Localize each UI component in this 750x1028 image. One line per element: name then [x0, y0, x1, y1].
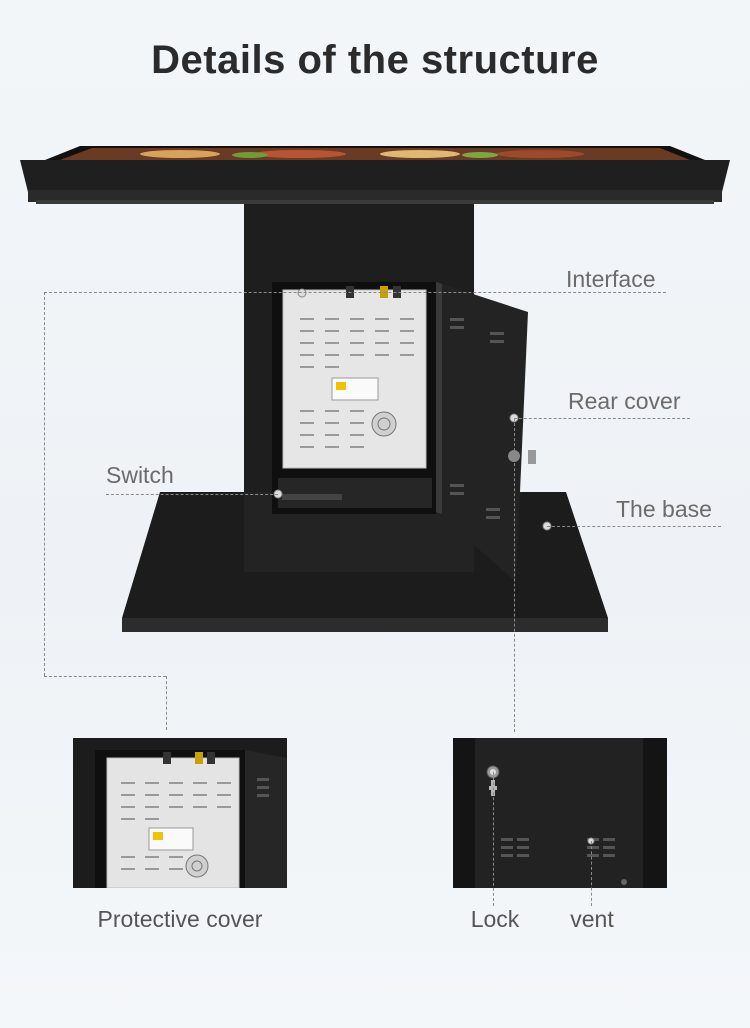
rear-cover-leader-line [514, 418, 690, 419]
table-top [20, 146, 730, 204]
interface-leader-line [44, 292, 666, 293]
page-title: Details of the structure [151, 38, 599, 82]
caption-vent: vent [570, 906, 614, 932]
caption-lock: Lock [470, 906, 520, 932]
interface-leader-vertical [44, 292, 45, 676]
lock-vent-detail [453, 738, 667, 888]
caption-protective-cover: Protective cover [97, 906, 263, 932]
callout-switch: Switch [106, 462, 174, 488]
callout-interface: Interface [566, 266, 656, 292]
power-supply-panel [282, 286, 427, 469]
vent-pointer-line [591, 841, 592, 906]
interface-leader-bottom [44, 676, 166, 677]
touch-table-illustration [20, 146, 730, 632]
interface-leader-drop [166, 676, 167, 730]
callout-rear-cover: Rear cover [568, 388, 681, 414]
protective-cover-detail [73, 738, 287, 888]
lock-leader-vertical [514, 418, 515, 732]
rear-door [436, 282, 536, 582]
switch-leader-line [106, 494, 278, 495]
base-leader-line [547, 526, 721, 527]
callout-the-base: The base [616, 496, 712, 522]
lock-pointer-line [493, 772, 494, 906]
